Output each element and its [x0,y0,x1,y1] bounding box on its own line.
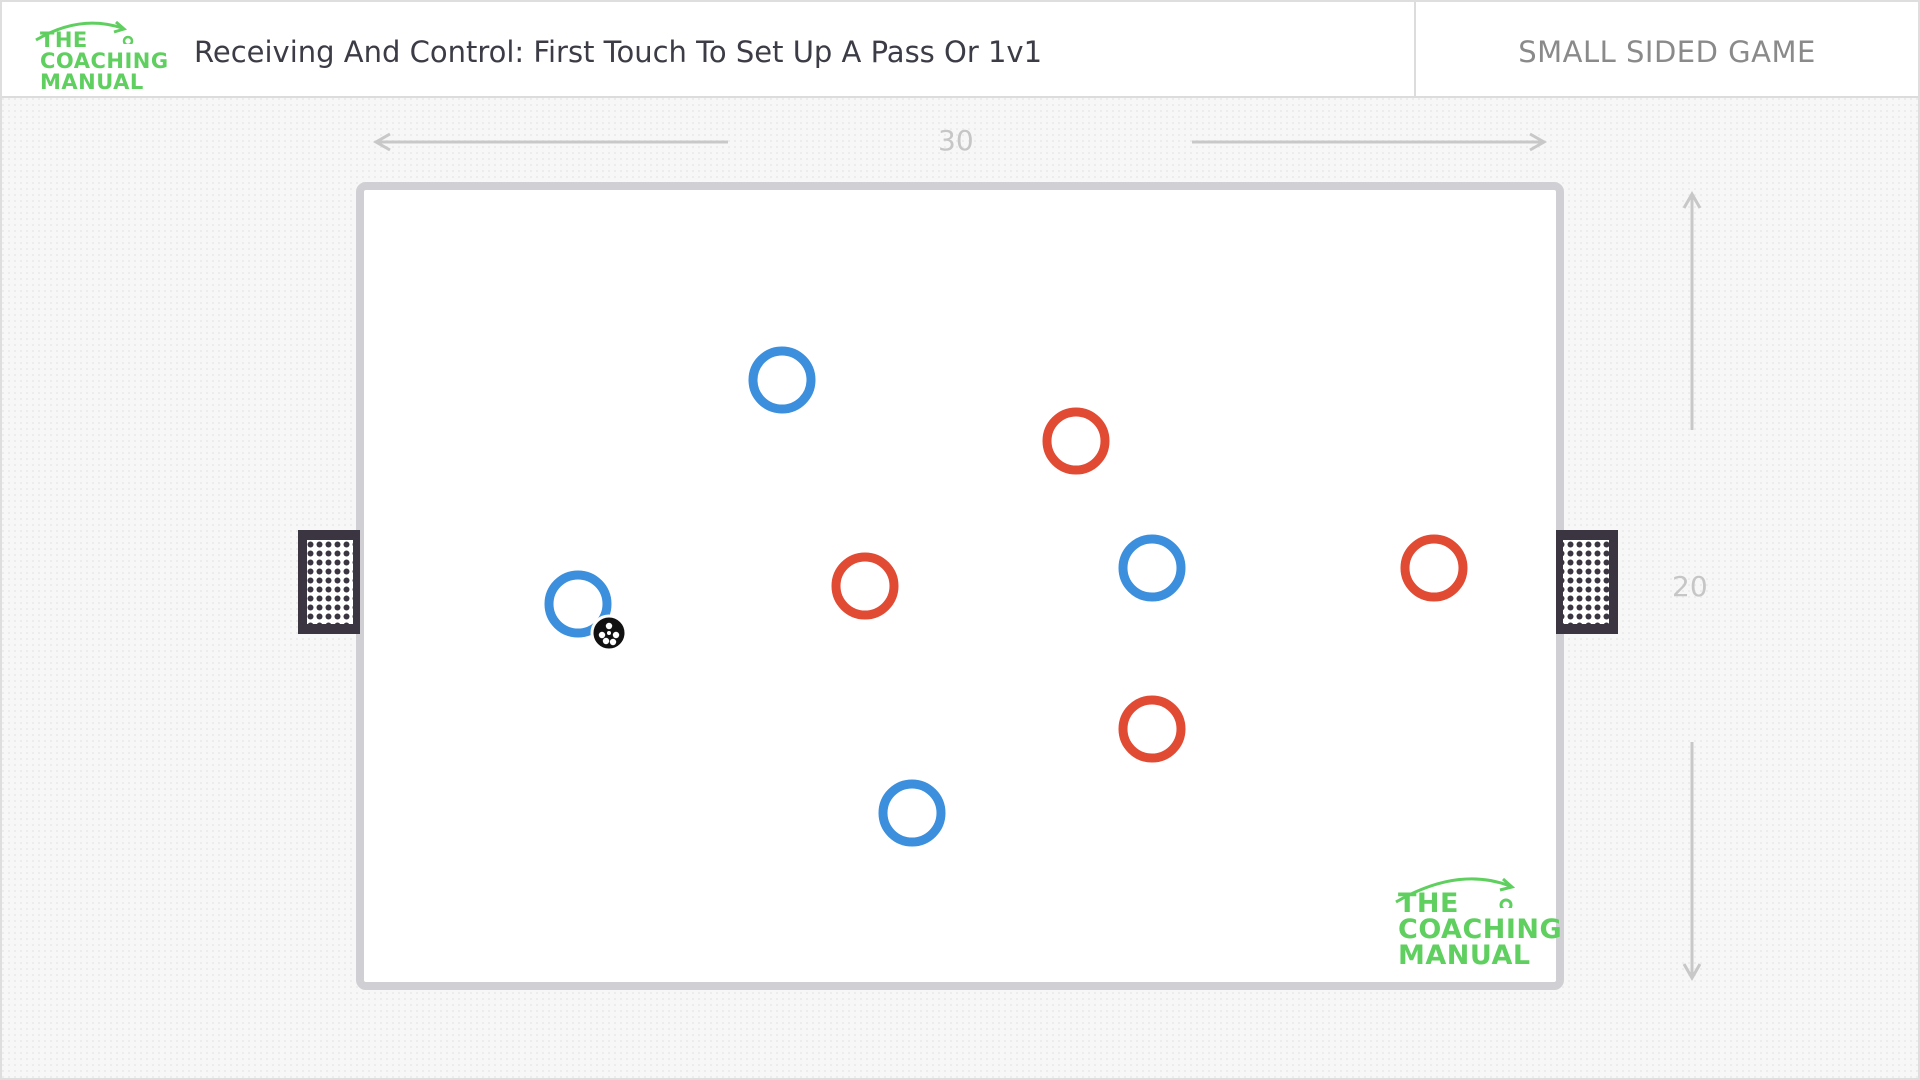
watermark-line-2: COACHING [1398,914,1563,945]
right-goal [1556,530,1618,634]
red-player-marker[interactable] [1118,695,1186,763]
left-goal [298,530,360,634]
header-divider [1414,2,1416,96]
red-player-marker[interactable] [1400,534,1468,602]
blue-player-marker[interactable] [748,346,816,414]
players-layer [544,346,1468,847]
logo-text-line-3: MANUAL [40,70,144,94]
football-icon [590,614,628,652]
logo-arrow-icon [35,20,134,44]
watermark-line-3: MANUAL [1398,940,1531,971]
coaching-manual-watermark: THE COACHING MANUAL [1388,868,1562,971]
red-player-marker[interactable] [1042,407,1110,475]
coaching-manual-logo[interactable]: THE COACHING MANUAL [30,14,180,94]
blue-player-marker[interactable] [1118,534,1186,602]
height-dimension-arrow [1682,190,1702,982]
game-type-label: SMALL SIDED GAME [1518,35,1816,69]
blue-player-marker[interactable] [878,779,946,847]
logo-text-line-2: COACHING [40,49,169,73]
width-dimension-arrow [372,132,1548,152]
page-title: Receiving And Control: First Touch To Se… [194,35,1043,69]
watermark-arrow-icon [1395,877,1516,908]
pitch-boundary [356,182,1564,990]
watermark-line-1: THE [1398,888,1459,919]
red-player-marker[interactable] [831,552,899,620]
pitch-width-label: 30 [938,124,974,157]
pitch-height-label: 20 [1672,570,1708,603]
blue-player-marker[interactable] [544,570,612,638]
logo-text-line-1: THE [40,28,88,52]
header-bar: THE COACHING MANUAL Receiving And Contro… [2,2,1918,98]
